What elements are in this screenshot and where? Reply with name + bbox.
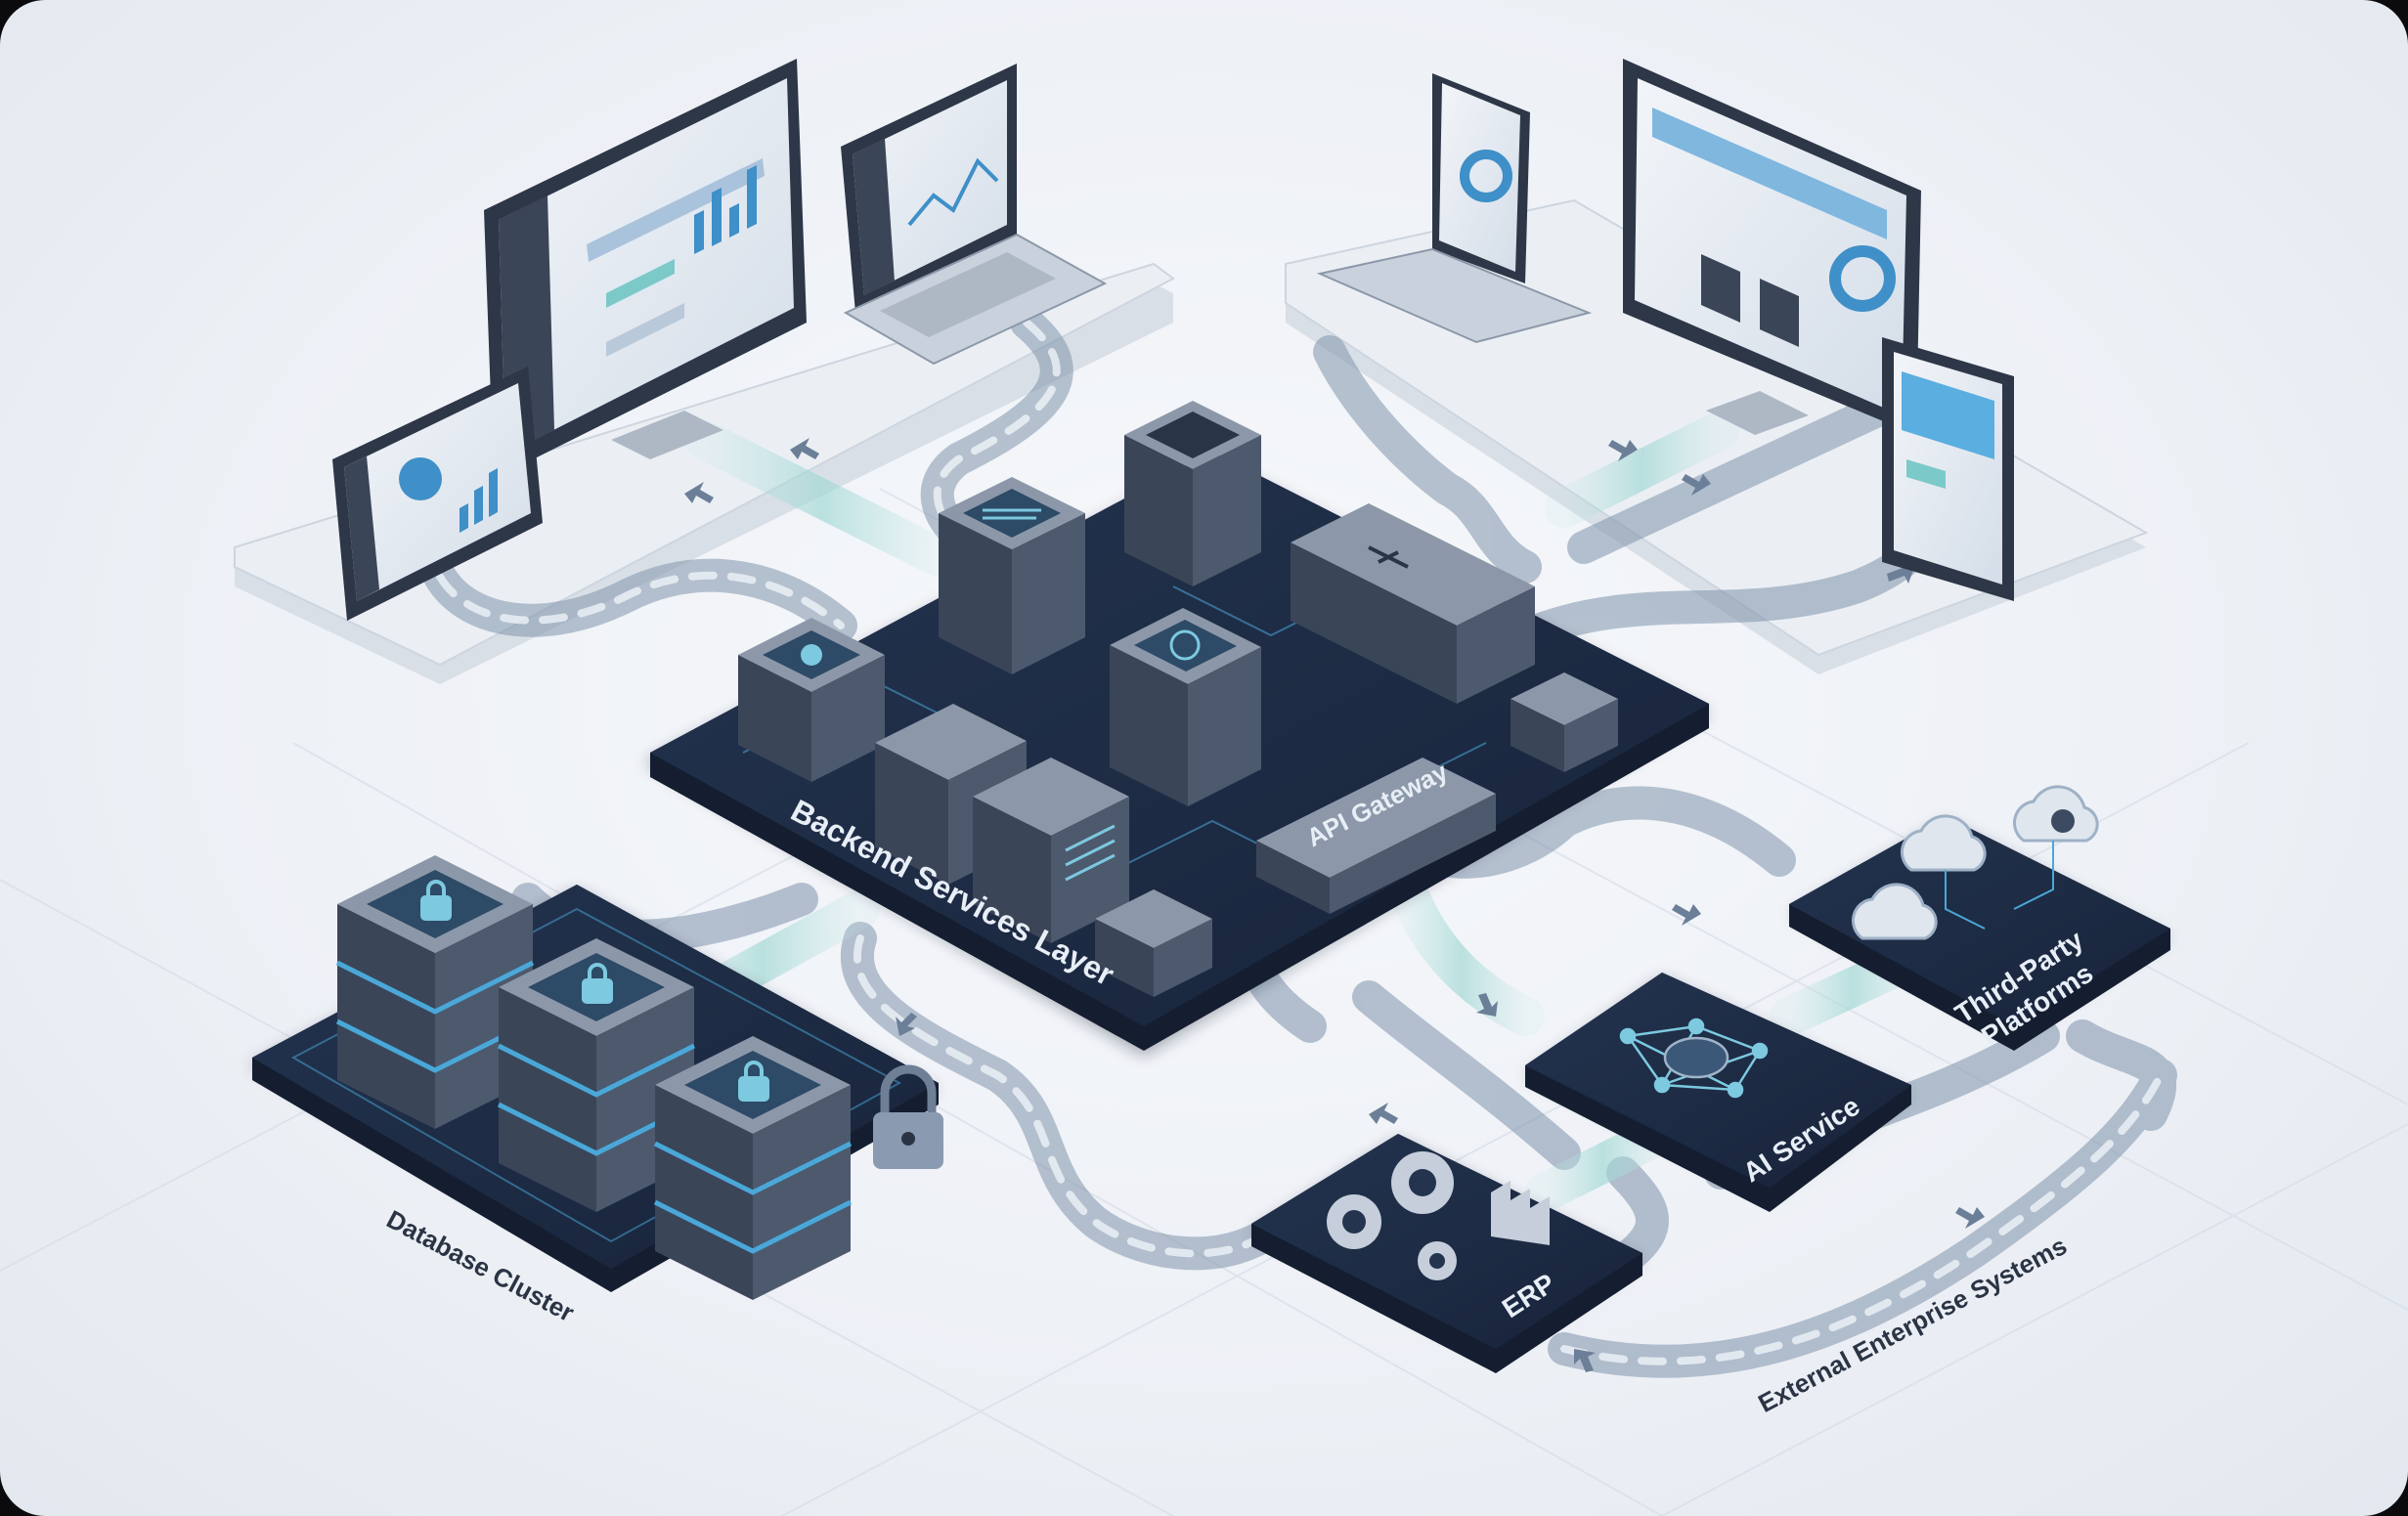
- brain-icon: [1619, 1018, 1769, 1099]
- server-box-7: [973, 758, 1129, 943]
- monitor-right: [1623, 59, 1921, 435]
- tablet-left: [332, 367, 543, 621]
- server-box-1: [1124, 401, 1261, 586]
- padlock-icon: [873, 1064, 943, 1169]
- laptop-left: [841, 64, 1108, 366]
- server-box-9: [1095, 889, 1212, 997]
- server-box-8: [1510, 672, 1618, 772]
- backend-servers: [738, 401, 1618, 997]
- server-box-3: [1291, 503, 1535, 704]
- ai-service-block: [1525, 973, 1911, 1212]
- factory-icon: [1491, 1181, 1550, 1245]
- database-stacks: [335, 855, 853, 1300]
- tablet-right: [1882, 337, 2014, 601]
- laptop-right: [1316, 73, 1593, 344]
- server-box-4: [1110, 608, 1261, 806]
- api-gateway-block: [1256, 758, 1496, 914]
- server-box-2: [939, 477, 1085, 674]
- gears-icon: [1327, 1151, 1457, 1280]
- server-box-5: [738, 618, 885, 782]
- db-stack-3: [653, 1036, 853, 1300]
- third-party-block: [1789, 785, 2170, 1051]
- monitor-left: [484, 59, 807, 479]
- lock-icon: [420, 880, 769, 1102]
- erp-block: [1251, 1134, 1642, 1373]
